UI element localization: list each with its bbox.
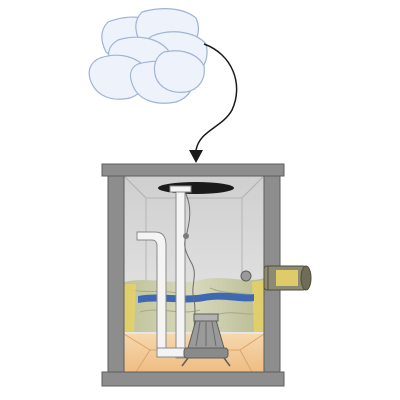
submersible-pump-icon	[181, 313, 231, 367]
water-surface	[138, 292, 254, 303]
curved-arrow-icon	[189, 43, 238, 163]
pad-bag	[153, 50, 205, 93]
pump-riser-pipe	[136, 231, 191, 358]
manhole-opening	[158, 182, 234, 194]
pad-bag	[88, 54, 148, 100]
inlet-pipe	[263, 265, 312, 291]
discharge-pipe	[169, 185, 192, 359]
float-switch-icon	[240, 270, 252, 282]
float-cable	[183, 193, 197, 335]
absorbent-pad-bags-icon	[88, 8, 208, 104]
